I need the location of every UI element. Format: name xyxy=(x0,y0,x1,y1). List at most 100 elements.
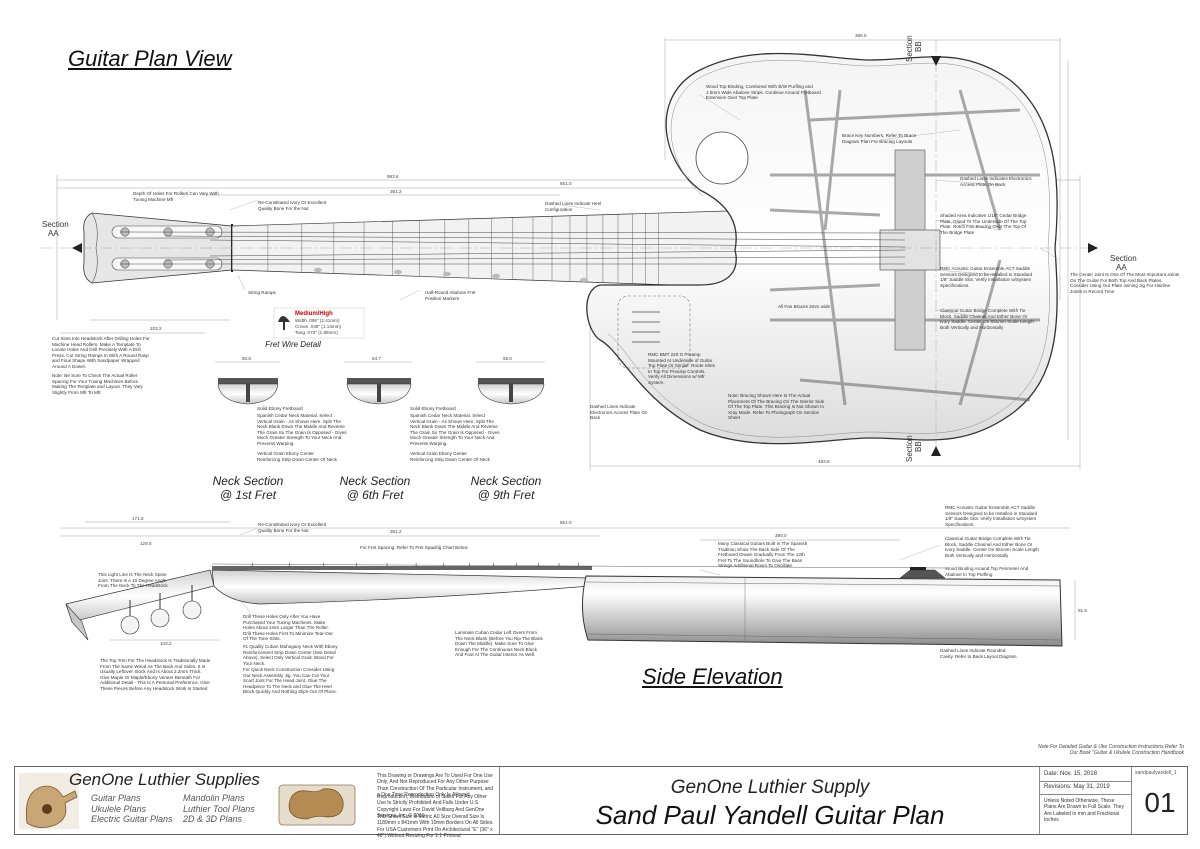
svg-text:54.7: 54.7 xyxy=(372,356,381,361)
section-aa-marker-left: Section AA xyxy=(42,220,82,253)
svg-text:Section: Section xyxy=(1110,254,1137,263)
note-fretboard-1: Solid Ebony Fretboard xyxy=(257,406,303,411)
svg-text:651.0: 651.0 xyxy=(560,520,572,525)
dim-overall-length: 983.6 xyxy=(387,174,399,179)
note-brace-key: Brace Key Numbers, Refer To Brace Diagra… xyxy=(842,133,917,144)
file-name: sandpaulyandell_1 xyxy=(1135,770,1177,776)
note-fret-spacing: For Fret Spacing, Refer To Fret Spacing … xyxy=(360,545,468,550)
note-access-plate: Dashed Lines Indicates Electronics Acces… xyxy=(960,176,1032,187)
dim-nut-body: 361.2 xyxy=(390,189,402,194)
body-plan xyxy=(586,52,1058,445)
strings-plan xyxy=(119,231,906,265)
note-spine: This Light Line Is The Neck Spine Joint.… xyxy=(98,572,168,589)
links-col2: Mandolin Plans Luthier Tool Plans 2D & 3… xyxy=(183,793,255,825)
neck-side xyxy=(211,563,946,605)
note-fan-braces: All Fan Braces 3mm wide xyxy=(778,304,831,309)
svg-text:BB: BB xyxy=(914,441,923,452)
logo-cell: GenOne Luthier Supplies Guitar Plans Uku… xyxy=(15,767,356,834)
logo-mold-image xyxy=(278,784,356,826)
note-headstock-holes: Cut Slots Into Headstock After Drilling … xyxy=(52,336,150,369)
note-center-joint: The Center Joint Is One Of The Most Impo… xyxy=(1070,272,1180,294)
svg-text:129.5: 129.5 xyxy=(140,541,152,546)
note-bracing-shown: Note: Bracing Shown Here Is The Actual P… xyxy=(728,393,825,421)
neck-section-6-drawing: 54.7 xyxy=(344,356,412,405)
neck-section-9-line1: Neck Section xyxy=(470,474,542,488)
note-shaded-area: Shaded Area Indicates 1/16" Cedar Bridge… xyxy=(940,213,1027,235)
note-bridge: Classical Guitar Bridge Complete With Ti… xyxy=(940,308,1034,330)
note-spanish-cedar-9: Spanish Cedar Neck Material. Select Vert… xyxy=(410,413,500,446)
fret-wire-title: Medium/High xyxy=(295,311,333,317)
note-half-round: Half-Round Abalone Fret Position Markers xyxy=(425,290,476,301)
fret-wire-tang: Tang .073" (1.85mm) xyxy=(295,330,338,335)
note-mahogany: #1 Quality Cuban Mahogany Neck With Ebon… xyxy=(243,644,338,666)
svg-text:56.0: 56.0 xyxy=(503,356,512,361)
link-guitar-plans[interactable]: Guitar Plans xyxy=(91,793,141,803)
note-nut: Re-Constituted Ivory Or Excellent Qualit… xyxy=(258,200,327,211)
link-luthier-tool-plans[interactable]: Luthier Tool Plans xyxy=(183,803,255,814)
fret-wire-width: Width .095" (2.41mm) xyxy=(295,318,340,323)
section-bb-marker-top: Section BB xyxy=(905,35,941,66)
company-title: GenOne Luthier Supply xyxy=(670,777,870,798)
svg-text:103.2: 103.2 xyxy=(160,641,172,646)
date-cell: Date: Nov. 15, 2018 Revisions: May 31, 2… xyxy=(1039,767,1132,834)
note-tuner-holes: Drill These Holes Only After You Have Pu… xyxy=(243,614,333,642)
neck-section-6-line1: Neck Section xyxy=(339,474,411,488)
neck-section-6-line2: @ 6th Fret xyxy=(346,488,404,502)
link-2d-3d-plans[interactable]: 2D & 3D Plans xyxy=(183,814,243,824)
legal-2: Reproduction, Distribution or Sales For … xyxy=(377,794,487,820)
date-text: Date: Nov. 15, 2018 xyxy=(1044,771,1097,777)
fretboard-frets xyxy=(267,213,659,285)
svg-text:361.2: 361.2 xyxy=(390,529,402,534)
scale-note: Unless Noted Otherwise, These Plans Are … xyxy=(1044,798,1124,824)
svg-text:BB: BB xyxy=(914,41,923,52)
neck-section-9-title: Neck Section @ 9th Fret xyxy=(456,474,556,502)
body-side xyxy=(581,567,1063,647)
plan-view-heading: Guitar Plan View xyxy=(68,46,232,71)
note-heel: Dashed Lines Indicate Heel Configuration xyxy=(545,201,602,212)
note-fretboard-9: Solid Ebony Fretboard xyxy=(410,406,456,411)
neck-section-1-line1: Neck Section xyxy=(212,474,284,488)
svg-text:Section: Section xyxy=(42,220,69,229)
svg-text:390.0: 390.0 xyxy=(775,533,787,538)
side-fret-marks xyxy=(252,563,579,567)
neck-section-9-drawing: 56.0 xyxy=(476,356,545,405)
legal-3: This Sheet Size Is Metric A0 Size Overal… xyxy=(377,814,494,840)
svg-text:Section: Section xyxy=(905,435,914,462)
plan-title: Sand Paul Yandell Guitar Plan xyxy=(595,800,945,830)
svg-text:Section: Section xyxy=(905,35,914,62)
svg-text:AA: AA xyxy=(48,229,59,238)
fret-markers xyxy=(314,267,588,283)
logo-text: GenOne Luthier Supplies xyxy=(69,770,260,789)
legal-1: This Drawing or Drawings Are To Used For… xyxy=(377,773,494,799)
note-ebony-center-1: Vertical Grain Ebony Center Reinforcing … xyxy=(257,451,337,462)
dim-head-width: 103.2 xyxy=(150,326,162,331)
dim-body-width: 386.5 xyxy=(855,33,867,38)
dim-body-length: 483.6 xyxy=(818,459,830,464)
link-ukulele-plans[interactable]: Ukulele Plans xyxy=(91,803,147,814)
link-electric-guitar-plans[interactable]: Electric Guitar Plans xyxy=(91,814,173,824)
fret-wire-detail: Medium/High Width .095" (2.41mm) Crown .… xyxy=(273,307,365,339)
neck-section-9-line2: @ 9th Fret xyxy=(477,488,535,502)
dim-scale: 651.0 xyxy=(560,181,572,186)
svg-text:171.5: 171.5 xyxy=(132,516,144,521)
note-wood-binding: Wood Binding Around Top Perimeter And Ab… xyxy=(945,566,1029,577)
note-detailed-instructions: Note For Detailed Guitar & Uke Construct… xyxy=(1038,744,1184,756)
title-block: GenOne Luthier Supplies Guitar Plans Uku… xyxy=(14,766,1188,839)
note-nut-side: Re-Constituted Ivory Or Excellent Qualit… xyxy=(258,522,327,533)
note-quick-neck: For Quick Neck Construction Consider Usi… xyxy=(243,667,337,695)
neck-section-6-title: Neck Section @ 6th Fret xyxy=(325,474,425,502)
note-laminate: Laminate Cuban Cedar Left Overs From The… xyxy=(455,630,543,658)
section-aa-marker-right: Section AA xyxy=(1088,243,1137,272)
side-dimension-text: 651.0 361.2 390.0 171.5 129.5 103.2 91.6 xyxy=(132,516,1087,646)
logo-guitar-image xyxy=(19,773,79,829)
note-roller-spacing: Note: Be Sure To Check The Actual Roller… xyxy=(52,373,143,395)
sheet-number: 01 xyxy=(1144,787,1176,818)
sheet-cell: sandpaulyandell_1 01 xyxy=(1131,767,1188,834)
body-braces xyxy=(769,89,1040,406)
note-rmc-acoustic-side: RMC Acoustic Guitar Ensemble ACT Saddle … xyxy=(945,505,1038,527)
svg-text:AA: AA xyxy=(1116,263,1127,272)
note-spanish-cedar-1: Spanish Cedar Neck Material. Select Vert… xyxy=(257,413,347,446)
note-bridge-side: Classical Guitar Bridge Complete With Ti… xyxy=(945,536,1039,558)
note-rmc-acoustic: RMC Acoustic Guitar Ensemble ACT Saddle … xyxy=(940,266,1033,288)
link-mandolin-plans[interactable]: Mandolin Plans xyxy=(183,793,245,803)
